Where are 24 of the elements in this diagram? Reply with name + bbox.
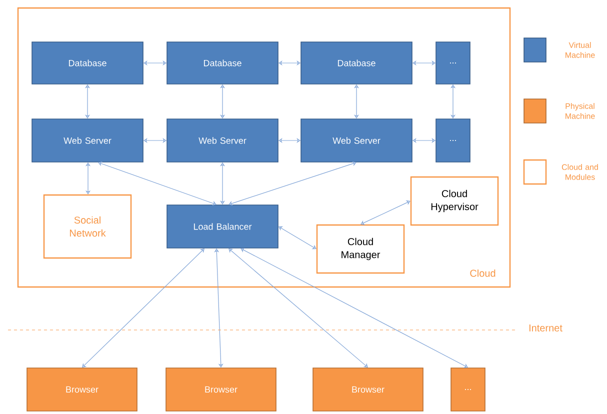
server-box: ...: [436, 42, 470, 84]
legend-label: Virtual Machine: [566, 42, 595, 58]
arrow: [360, 200, 410, 225]
arrow: [228, 248, 368, 368]
server-box: Web Server: [300, 118, 412, 162]
server-box: Database: [32, 42, 144, 84]
server-box: Database: [166, 42, 278, 84]
server-box: Database: [300, 42, 412, 84]
server-box: ...: [436, 118, 470, 162]
module-box: Social Network: [43, 194, 132, 259]
module-box: Cloud Manager: [316, 224, 405, 274]
legend-label: Physical Machine: [566, 103, 595, 119]
browser-box: ...: [450, 368, 486, 412]
browser-box: Browser: [166, 368, 276, 412]
server-box: Load Balancer: [166, 204, 278, 248]
arrow: [240, 248, 468, 368]
server-box: Web Server: [32, 118, 144, 162]
browser-box: Browser: [26, 368, 138, 412]
arrow: [228, 161, 356, 206]
legend-label: Cloud and Modules: [562, 164, 598, 180]
zone-label: Internet: [529, 324, 562, 332]
module-box: Cloud Hypervisor: [410, 176, 499, 226]
server-box: Web Server: [166, 118, 278, 162]
browser-box: Browser: [312, 368, 424, 412]
